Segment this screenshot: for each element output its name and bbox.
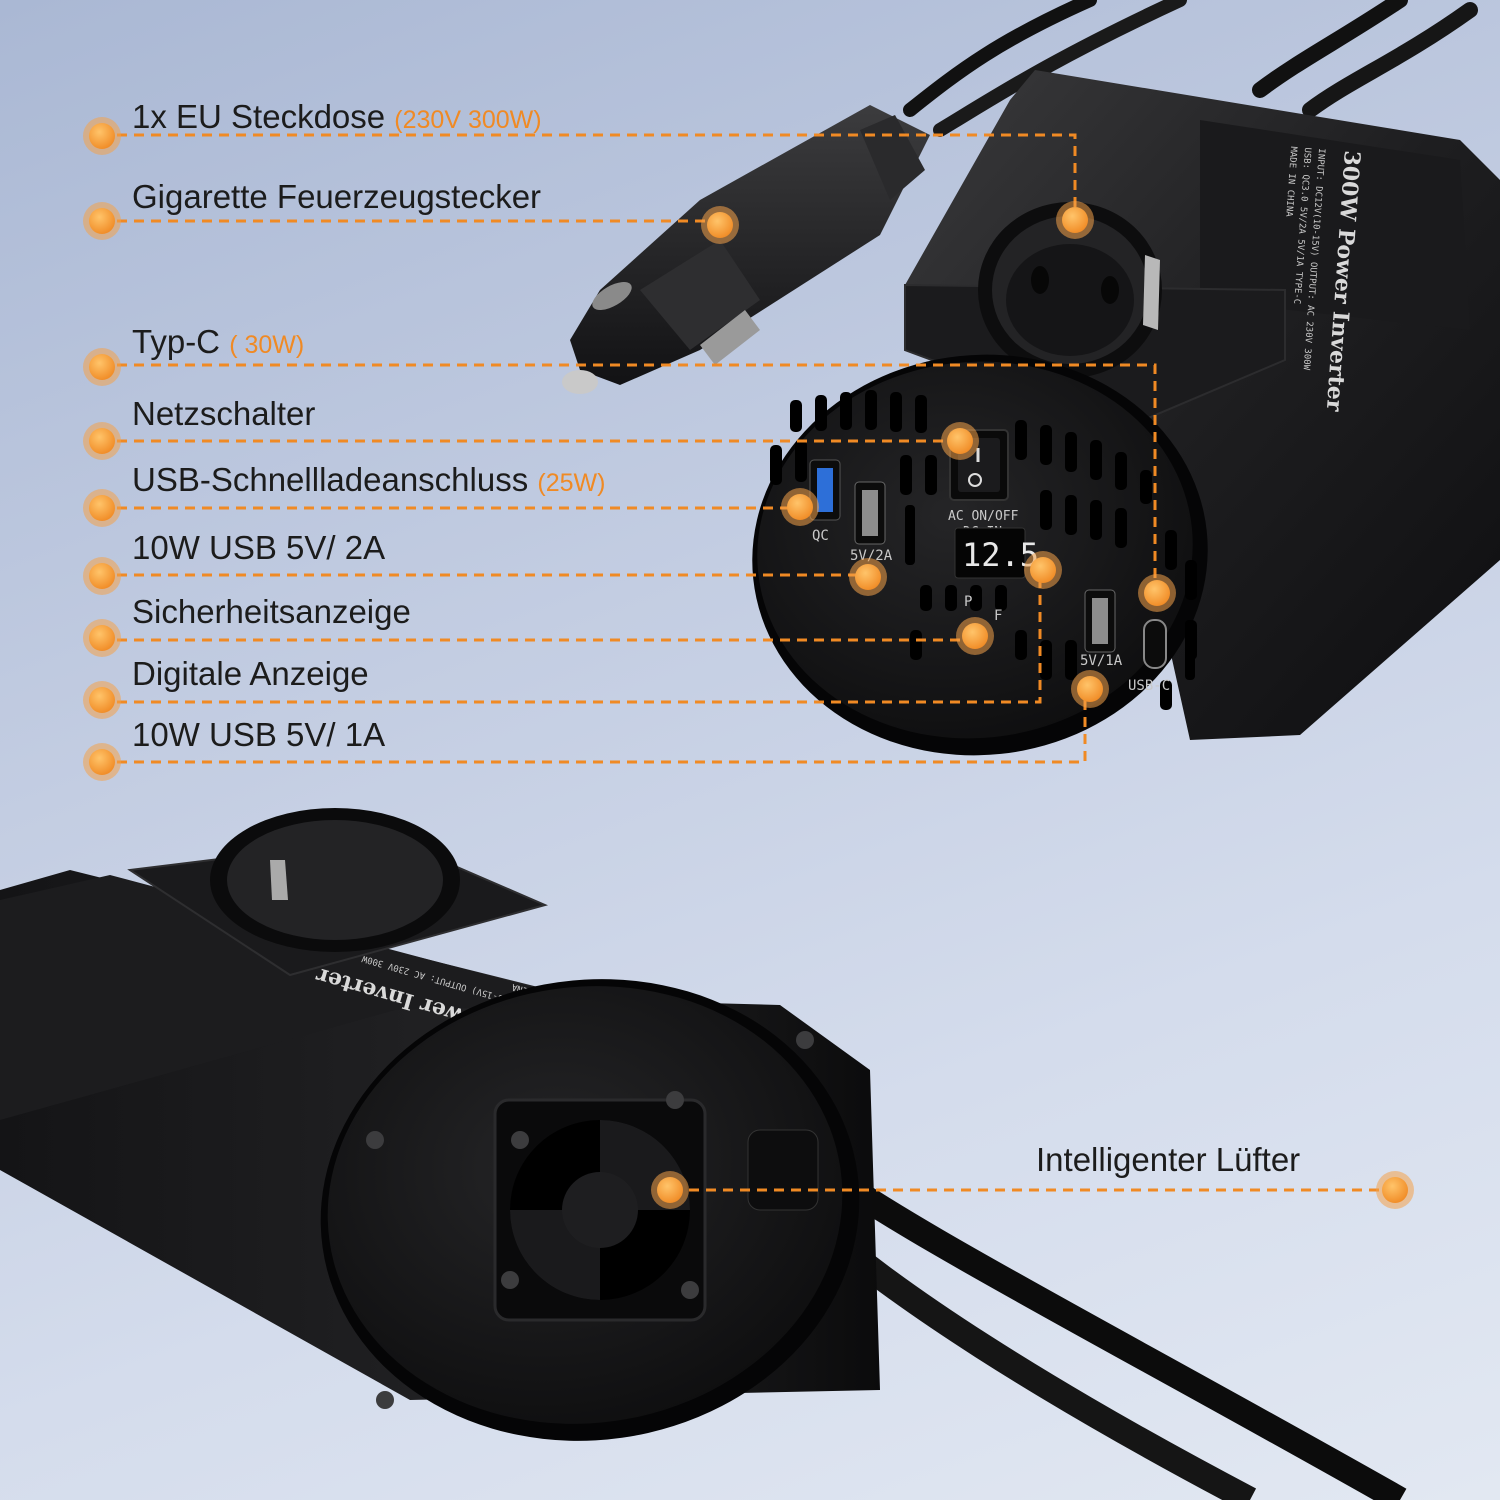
callout-label: Netzschalter: [132, 395, 316, 432]
callout-label: Sicherheitsanzeige: [132, 593, 411, 630]
callout-label: Digitale Anzeige: [132, 655, 369, 692]
led-p-print: P: [964, 594, 972, 610]
callout-power-switch: Netzschalter: [132, 397, 315, 430]
port-usbc-print: USB-C: [1128, 678, 1170, 694]
callout-digital-display: Digitale Anzeige: [132, 657, 369, 690]
callout-usb-2a: 10W USB 5V/ 2A: [132, 531, 385, 564]
callout-eu-socket: 1x EU Steckdose (230V 300W): [132, 100, 542, 133]
callout-label: Gigarette Feuerzeugstecker: [132, 178, 542, 215]
callout-usb-1a: 10W USB 5V/ 1A: [132, 718, 385, 751]
callout-leader-lines: [100, 133, 1395, 1192]
callout-label: 10W USB 5V/ 1A: [132, 716, 386, 753]
port-qc-print: QC: [812, 528, 829, 544]
callout-spec: (25W): [537, 469, 606, 497]
port-5v1a-print: 5V/1A: [1080, 653, 1123, 669]
callout-spec: ( 30W): [229, 331, 305, 359]
switch-print: AC ON/OFF: [948, 509, 1019, 524]
callout-dots: [83, 117, 1414, 1209]
callout-label: USB-Schnellladeanschluss: [132, 461, 529, 498]
callout-cigarette-plug: Gigarette Feuerzeugstecker: [132, 180, 541, 213]
svg-text:MADE IN CHINA: MADE IN CHINA: [1283, 146, 1298, 218]
callout-smart-fan: Intelligenter Lüfter: [1036, 1141, 1301, 1178]
led-f-print: F: [994, 608, 1002, 624]
callout-label: 1x EU Steckdose: [132, 98, 386, 135]
cooling-fan-icon: [493, 1098, 707, 1322]
callout-label: 10W USB 5V/ 2A: [132, 529, 386, 566]
callout-quick-charge-usb: USB-Schnellladeanschluss (25W): [132, 463, 605, 496]
callout-safety-indicator: Sicherheitsanzeige: [132, 595, 411, 628]
callout-typec: Typ-C ( 30W): [132, 325, 304, 358]
cigarette-plug-icon: [562, 105, 930, 394]
callout-label: Typ-C: [132, 323, 221, 360]
callout-spec: (230V 300W): [394, 106, 542, 134]
eu-socket-icon: [904, 202, 1286, 432]
